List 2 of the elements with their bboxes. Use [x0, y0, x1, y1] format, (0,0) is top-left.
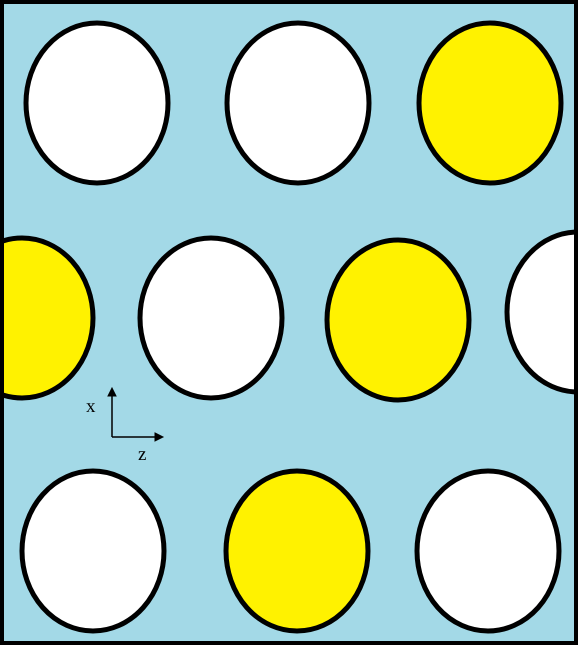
axis-label: x — [86, 397, 96, 416]
axis-label: z — [138, 445, 146, 464]
